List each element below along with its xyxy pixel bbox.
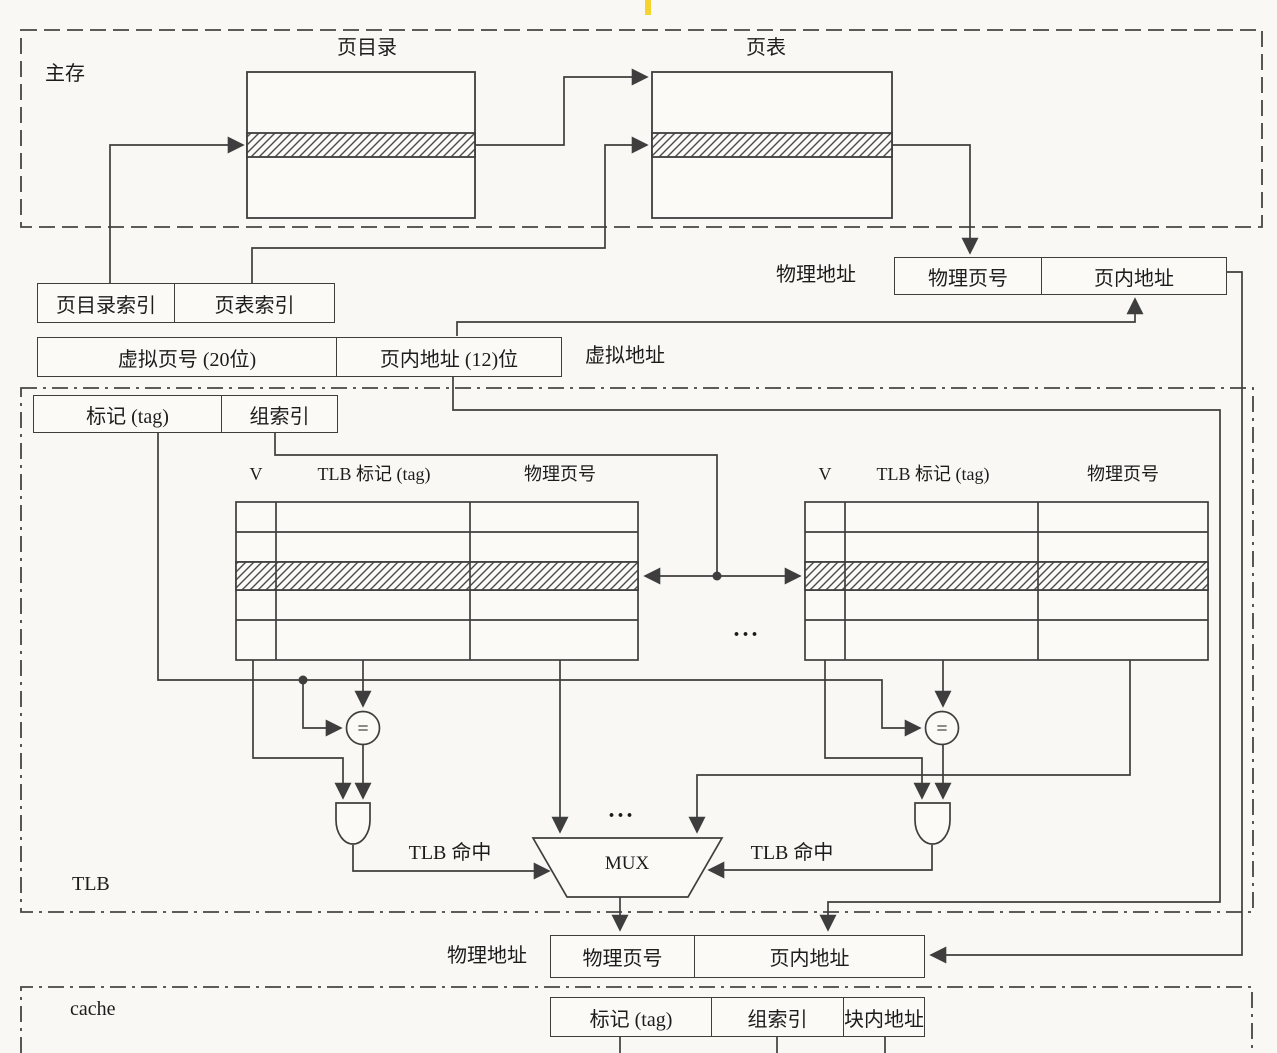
line-virtual-offset-to-phys-top: [456, 297, 1144, 336]
page-table-entry-hatched: [651, 132, 893, 158]
line-left-and-to-mux: [352, 845, 551, 880]
line-phys-top-to-phys-bottom: [929, 271, 1243, 964]
comparator-right-symbol: =: [936, 718, 947, 740]
line-pagetable-index-to-pagetable: [251, 136, 649, 283]
line-right-and-to-mux: [707, 845, 933, 879]
virtual-page-offset-field: 页内地址 (12)位: [336, 338, 561, 376]
page-offset-bottom-field: 页内地址: [694, 936, 924, 977]
tlb-region-label: TLB: [72, 873, 110, 895]
line-right-valid-to-and: [824, 578, 931, 800]
ellipsis-between-tables: ...: [733, 616, 761, 642]
tlb-tag-field: 标记 (tag): [86, 405, 169, 428]
tlb-left-header-ppn: 物理页号: [524, 464, 596, 484]
tlb-table-right-selected-row: [804, 561, 1209, 591]
tlb-right-header-tag: TLB 标记 (tag): [876, 464, 990, 484]
comparator-right: [924, 710, 960, 746]
page-directory-title: 页目录: [337, 37, 397, 59]
tlb-lookup-box: 标记 (tag) 组索引: [33, 395, 338, 433]
cache-address-box: 标记 (tag) 组索引 块内地址: [550, 997, 925, 1037]
ellipsis-above-mux: ...: [608, 797, 636, 823]
tlb-left-header-tag: TLB 标记 (tag): [317, 464, 431, 484]
line-virtual-offset-to-phys-bottom: [452, 377, 1221, 932]
page-table-title: 页表: [746, 37, 786, 59]
line-left-valid-to-and: [252, 578, 352, 800]
physical-page-number-top-field: 物理页号: [928, 267, 1008, 290]
mux-label: MUX: [604, 853, 650, 874]
page-offset-top-field: 页内地址: [1041, 258, 1226, 294]
junction-dot-set-index: [712, 571, 722, 581]
junction-dot-tag-line: [298, 675, 308, 685]
line-pte-to-physical-page: [892, 144, 979, 255]
tlb-table-left-selected-row: [235, 561, 639, 591]
page-directory-entry-hatched: [246, 132, 476, 158]
and-gate-right: [914, 802, 951, 845]
tlb-set-index-field: 组索引: [221, 396, 337, 432]
line-pagedir-entry-to-pagetable: [475, 68, 649, 146]
tlb-hit-left-label: TLB 命中: [408, 842, 492, 864]
line-pagedir-index-to-pagedir: [109, 136, 245, 283]
tlb-hit-right-label: TLB 命中: [750, 842, 834, 864]
tlb-region-frame: [20, 387, 1254, 913]
mux-shape: [531, 837, 724, 898]
virtual-address-label: 虚拟地址: [585, 345, 665, 367]
virtual-address-box: 虚拟页号 (20位) 页内地址 (12)位: [37, 337, 562, 377]
virtual-page-number-field: 虚拟页号 (20位): [117, 348, 257, 371]
cache-region-label: cache: [70, 998, 116, 1020]
page-index-box: 页目录索引 页表索引: [37, 283, 335, 323]
physical-address-top-label: 物理地址: [776, 264, 856, 286]
cache-region-frame: [20, 986, 1253, 1053]
physical-address-top-box: 物理页号 页内地址: [894, 257, 1227, 295]
line-right-ppn-to-mux: [688, 590, 1131, 834]
cache-tag-field: 标记 (tag): [589, 1008, 673, 1031]
main-memory-label: 主存: [45, 63, 85, 85]
tlb-left-header-valid: V: [249, 464, 263, 484]
cache-set-index-field: 组索引: [711, 998, 843, 1036]
and-gate-left: [335, 802, 371, 845]
physical-page-number-bottom-field: 物理页号: [582, 948, 663, 970]
main-memory-region-frame: [20, 29, 1263, 228]
physical-address-bottom-box: 物理页号 页内地址: [550, 935, 925, 978]
comparator-left-symbol: =: [357, 718, 368, 740]
comparator-left: [345, 710, 381, 746]
line-set-index-routing: [274, 433, 718, 576]
yellow-highlight-mark: [645, 0, 651, 15]
physical-address-bottom-label: 物理地址: [447, 945, 527, 967]
line-tag-branch-left-comparator: [302, 680, 343, 737]
tlb-right-header-ppn: 物理页号: [1087, 464, 1159, 484]
page-directory-index-field: 页目录索引: [56, 294, 156, 317]
cache-block-offset-field: 块内地址: [843, 998, 924, 1036]
line-tag-distribution: [157, 433, 922, 737]
tlb-right-header-valid: V: [818, 464, 832, 484]
page-table-index-field: 页表索引: [174, 284, 334, 322]
